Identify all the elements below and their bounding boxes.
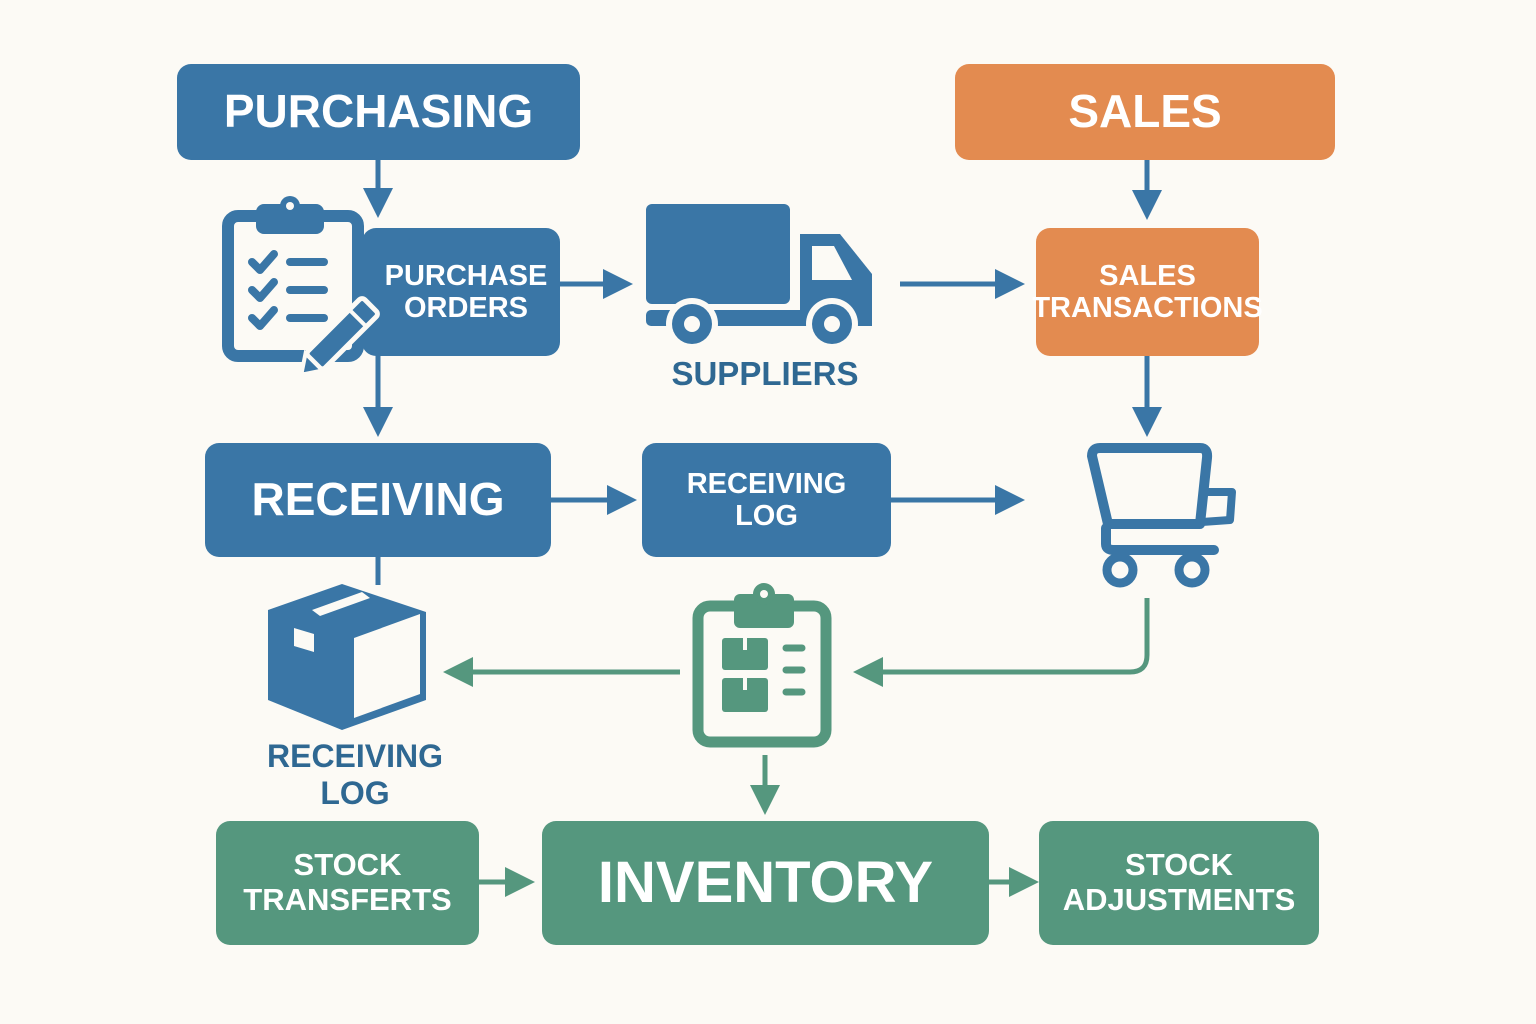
sales-transactions-label-1: SALES: [1099, 259, 1196, 292]
inventory-label: INVENTORY: [597, 849, 934, 915]
stock-adjustments-label-2: ADJUSTMENTS: [1062, 882, 1296, 917]
receiving-log-caption-1: RECEIVING: [266, 738, 444, 774]
receiving-log-label-1: RECEIVING: [686, 467, 847, 500]
receiving-log-caption-2: LOG: [320, 774, 390, 811]
receiving-node[interactable]: RECEIVING: [205, 443, 551, 557]
shopping-cart-icon: [1087, 443, 1236, 588]
stock-adjustments-node[interactable]: STOCK ADJUSTMENTS: [1039, 821, 1319, 945]
receiving-log-label-2: LOG: [735, 500, 798, 532]
sales-node[interactable]: SALES: [955, 64, 1335, 160]
stock-transfers-label-2: TRANSFERTS: [243, 882, 452, 917]
receiving-log-node[interactable]: RECEIVING LOG: [642, 443, 891, 557]
clipboard-checklist-pencil-icon: [222, 196, 380, 372]
receiving-log-caption: RECEIVING LOG: [250, 738, 460, 812]
stock-transfers-label-1: STOCK: [293, 847, 402, 883]
clipboard-boxes-icon: [692, 583, 832, 748]
suppliers-label: SUPPLIERS: [640, 355, 890, 393]
arrow-cart-to-inventory-clipboard: [853, 598, 1150, 687]
purchase-orders-label-1: PURCHASE: [384, 259, 548, 292]
purchasing-label: PURCHASING: [223, 85, 534, 138]
box-icon: [268, 584, 426, 730]
purchasing-node[interactable]: PURCHASING: [177, 64, 580, 160]
truck-icon: [646, 204, 872, 348]
suppliers-text: SUPPLIERS: [671, 355, 859, 392]
sales-label: SALES: [1068, 85, 1222, 138]
receiving-label: RECEIVING: [251, 473, 505, 526]
stock-transfers-node[interactable]: STOCK TRANSFERTS: [216, 821, 479, 945]
stock-adjustments-label-1: STOCK: [1125, 847, 1233, 883]
inventory-node[interactable]: INVENTORY: [542, 821, 989, 945]
sales-transactions-label-2: TRANSACTIONS: [1032, 292, 1263, 324]
purchase-orders-label-2: ORDERS: [403, 292, 529, 324]
purchase-orders-node[interactable]: PURCHASE ORDERS: [362, 228, 560, 356]
sales-transactions-node[interactable]: SALES TRANSACTIONS: [1032, 228, 1263, 356]
